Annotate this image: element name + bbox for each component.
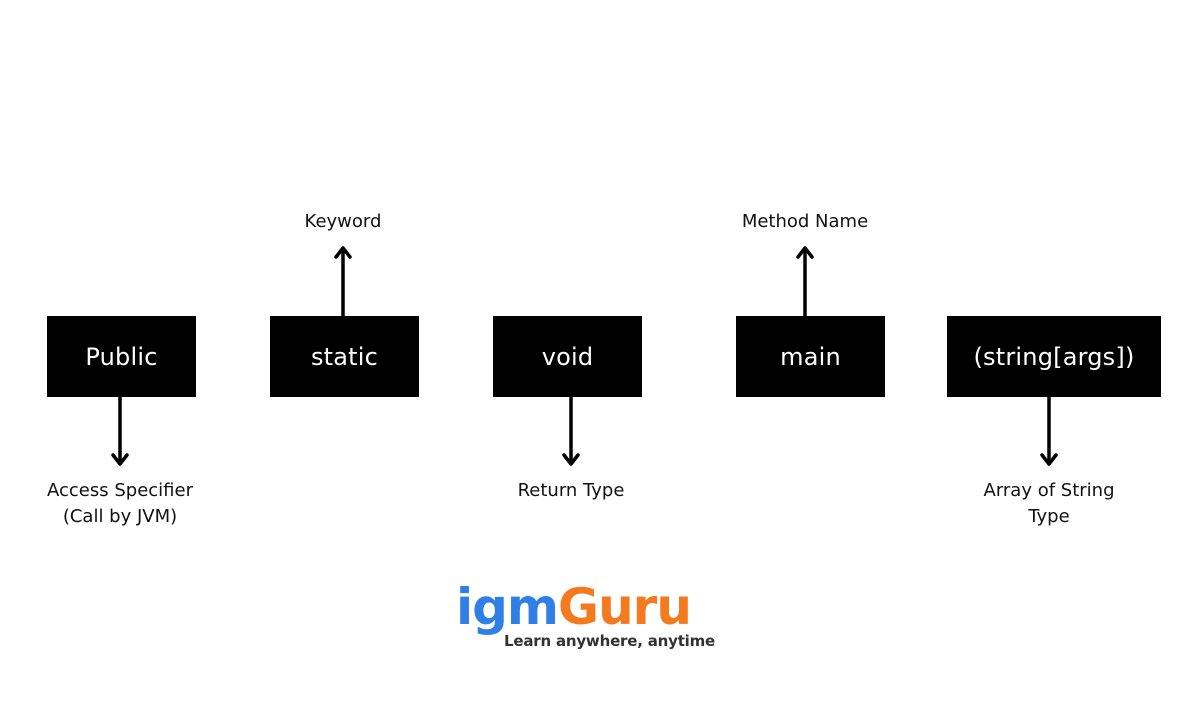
arrow-args-down xyxy=(1040,397,1058,466)
arrow-public-down xyxy=(111,397,129,466)
label-access-specifier: Access Specifier (Call by JVM) xyxy=(47,480,193,527)
node-void: void xyxy=(493,316,642,397)
node-public-label: Public xyxy=(85,342,158,371)
node-static-label: static xyxy=(310,342,379,371)
node-main: main xyxy=(736,316,885,397)
label-keyword: Keyword xyxy=(304,211,382,232)
node-args: (string[args]) xyxy=(947,316,1161,397)
logo-wordmark: igmGuru xyxy=(456,582,696,632)
node-void-label: void xyxy=(541,342,594,371)
label-method-name: Method Name xyxy=(741,211,869,232)
node-args-label: (string[args]) xyxy=(973,342,1135,371)
label-array-of-string: Array of String Type xyxy=(983,480,1115,527)
logo-part-guru: Guru xyxy=(558,578,692,636)
node-public: Public xyxy=(47,316,196,397)
arrow-static-up xyxy=(334,246,352,316)
logo-tagline: Learn anywhere, anytime xyxy=(504,632,716,650)
node-static: static xyxy=(270,316,419,397)
arrow-main-up xyxy=(796,246,814,316)
arrow-void-down xyxy=(562,397,580,466)
igmguru-logo: igmGuru Learn anywhere, anytime xyxy=(456,582,715,650)
label-return-type: Return Type xyxy=(517,480,625,501)
logo-part-igm: igm xyxy=(456,578,559,636)
node-main-label: main xyxy=(780,342,841,371)
